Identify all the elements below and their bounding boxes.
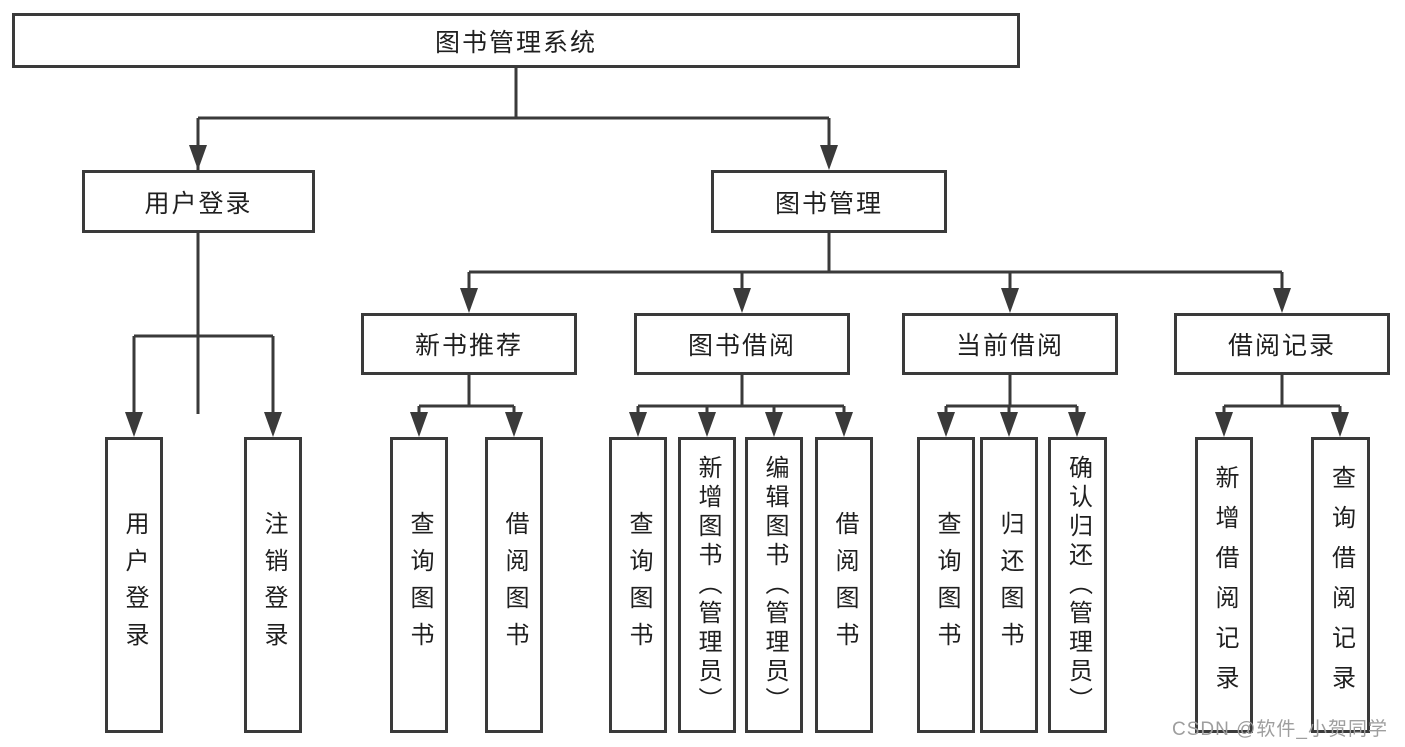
leaf-edit-books-admin-label: 编辑图书（管理员） [761,454,788,716]
node-borrowing-records: 借阅记录 [1174,313,1390,375]
leaf-borrow-books: 借阅图书 [815,437,873,733]
node-user-login: 用户登录 [82,170,315,233]
leaf-add-borrow-record: 新增借阅记录 [1195,437,1253,733]
leaf-query-books-recommend-label: 查询图书 [406,511,433,659]
leaf-borrow-books-recommend: 借阅图书 [485,437,543,733]
leaf-edit-books-admin: 编辑图书（管理员） [745,437,803,733]
node-book-borrowing: 图书借阅 [634,313,850,375]
leaf-borrow-books-label: 借阅图书 [831,511,858,659]
leaf-query-books-current: 查询图书 [917,437,975,733]
leaf-return-books: 归还图书 [980,437,1038,733]
leaf-query-books-borrow-label: 查询图书 [625,511,652,659]
leaf-user-login-label: 用户登录 [121,511,148,659]
node-book-management: 图书管理 [711,170,947,233]
node-library-system: 图书管理系统 [12,13,1020,68]
node-current-borrowing: 当前借阅 [902,313,1118,375]
leaf-user-login: 用户登录 [105,437,163,733]
leaf-confirm-return-admin-label: 确认归还（管理员） [1064,454,1092,716]
leaf-confirm-return-admin: 确认归还（管理员） [1048,437,1107,733]
leaf-add-books-admin: 新增图书（管理员） [678,437,736,733]
leaf-add-books-admin-label: 新增图书（管理员） [694,454,721,716]
node-new-book-recommendation: 新书推荐 [361,313,577,375]
csdn-watermark: CSDN @软件_小贺同学 [1172,719,1388,740]
leaf-query-borrow-record: 查询借阅记录 [1311,437,1370,733]
leaf-query-books-current-label: 查询图书 [933,511,960,659]
leaf-borrow-books-recommend-label: 借阅图书 [501,511,528,659]
leaf-logout-login-label: 注销登录 [260,511,287,659]
leaf-logout-login: 注销登录 [244,437,302,733]
leaf-query-books-recommend: 查询图书 [390,437,448,733]
leaf-add-borrow-record-label: 新增借阅记录 [1211,465,1238,705]
leaf-return-books-label: 归还图书 [996,511,1023,659]
leaf-query-books-borrow: 查询图书 [609,437,667,733]
leaf-query-borrow-record-label: 查询借阅记录 [1327,465,1355,705]
